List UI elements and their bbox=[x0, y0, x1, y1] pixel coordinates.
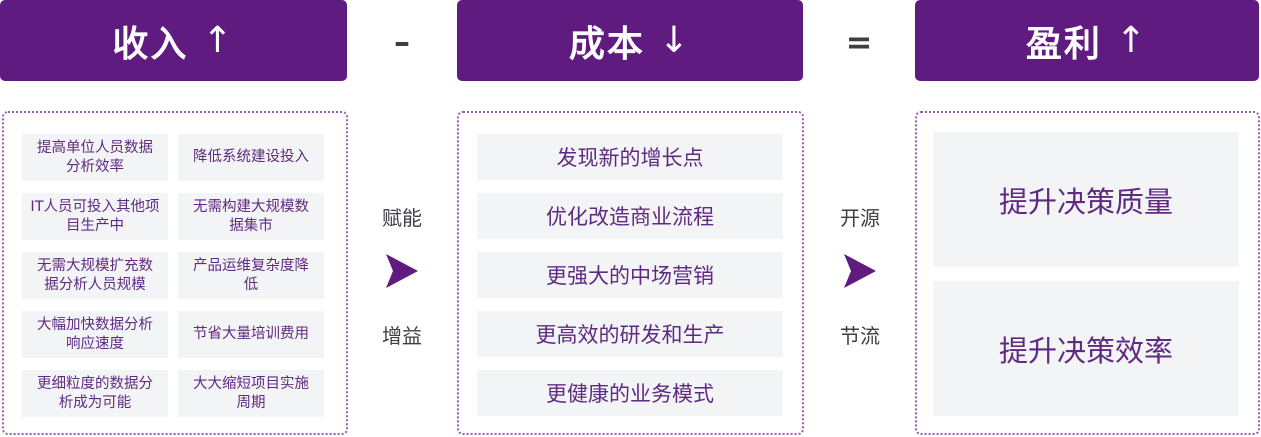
cost-panel bbox=[457, 111, 804, 435]
revenue-panel bbox=[2, 111, 348, 435]
chevron-right-icon bbox=[820, 252, 900, 292]
cost-header: 成本 ↓ bbox=[457, 0, 803, 81]
cost-item: 优化改造商业流程 bbox=[477, 193, 783, 239]
connector-right-top: 开源 bbox=[840, 206, 880, 230]
profit-header: 盈利 ↑ bbox=[915, 0, 1259, 81]
arrow-up-icon: ↑ bbox=[1115, 20, 1149, 61]
revenue-item: IT人员可投入其他项目生产中 bbox=[22, 193, 168, 240]
equals-operator: = bbox=[845, 23, 873, 61]
revenue-label: 收入 bbox=[112, 23, 189, 65]
arrow-up-icon: ↑ bbox=[202, 20, 235, 61]
connector-left-bottom: 增益 bbox=[382, 324, 422, 348]
revenue-item: 降低系统建设投入 bbox=[178, 134, 324, 181]
revenue-item: 产品运维复杂度降低 bbox=[178, 252, 324, 299]
cost-item: 更高效的研发和生产 bbox=[477, 311, 783, 357]
cost-item: 发现新的增长点 bbox=[477, 134, 783, 180]
profit-item: 提升决策效率 bbox=[933, 281, 1239, 416]
profit-label: 盈利 bbox=[1025, 23, 1102, 65]
chevron-right-icon bbox=[362, 252, 442, 292]
profit-item: 提升决策质量 bbox=[933, 132, 1239, 267]
connector-right-bottom: 节流 bbox=[840, 324, 880, 348]
cost-item: 更健康的业务模式 bbox=[477, 370, 783, 416]
revenue-item: 大大缩短项目实施周期 bbox=[178, 370, 324, 417]
cost-label: 成本 bbox=[568, 23, 645, 65]
revenue-header: 收入 ↑ bbox=[0, 0, 347, 81]
arrow-down-icon: ↓ bbox=[658, 20, 692, 61]
connector-left-top: 赋能 bbox=[382, 206, 422, 230]
revenue-item: 提高单位人员数据分析效率 bbox=[22, 134, 168, 181]
revenue-item: 大幅加快数据分析响应速度 bbox=[22, 311, 168, 358]
revenue-item: 无需大规模扩充数据分析人员规模 bbox=[22, 252, 168, 299]
revenue-item: 节省大量培训费用 bbox=[178, 311, 324, 358]
profit-panel bbox=[915, 111, 1260, 435]
revenue-item: 无需构建大规模数据集市 bbox=[178, 193, 324, 240]
cost-item: 更强大的中场营销 bbox=[477, 252, 783, 298]
revenue-item: 更细粒度的数据分析成为可能 bbox=[22, 370, 168, 417]
minus-operator: – bbox=[394, 23, 410, 61]
